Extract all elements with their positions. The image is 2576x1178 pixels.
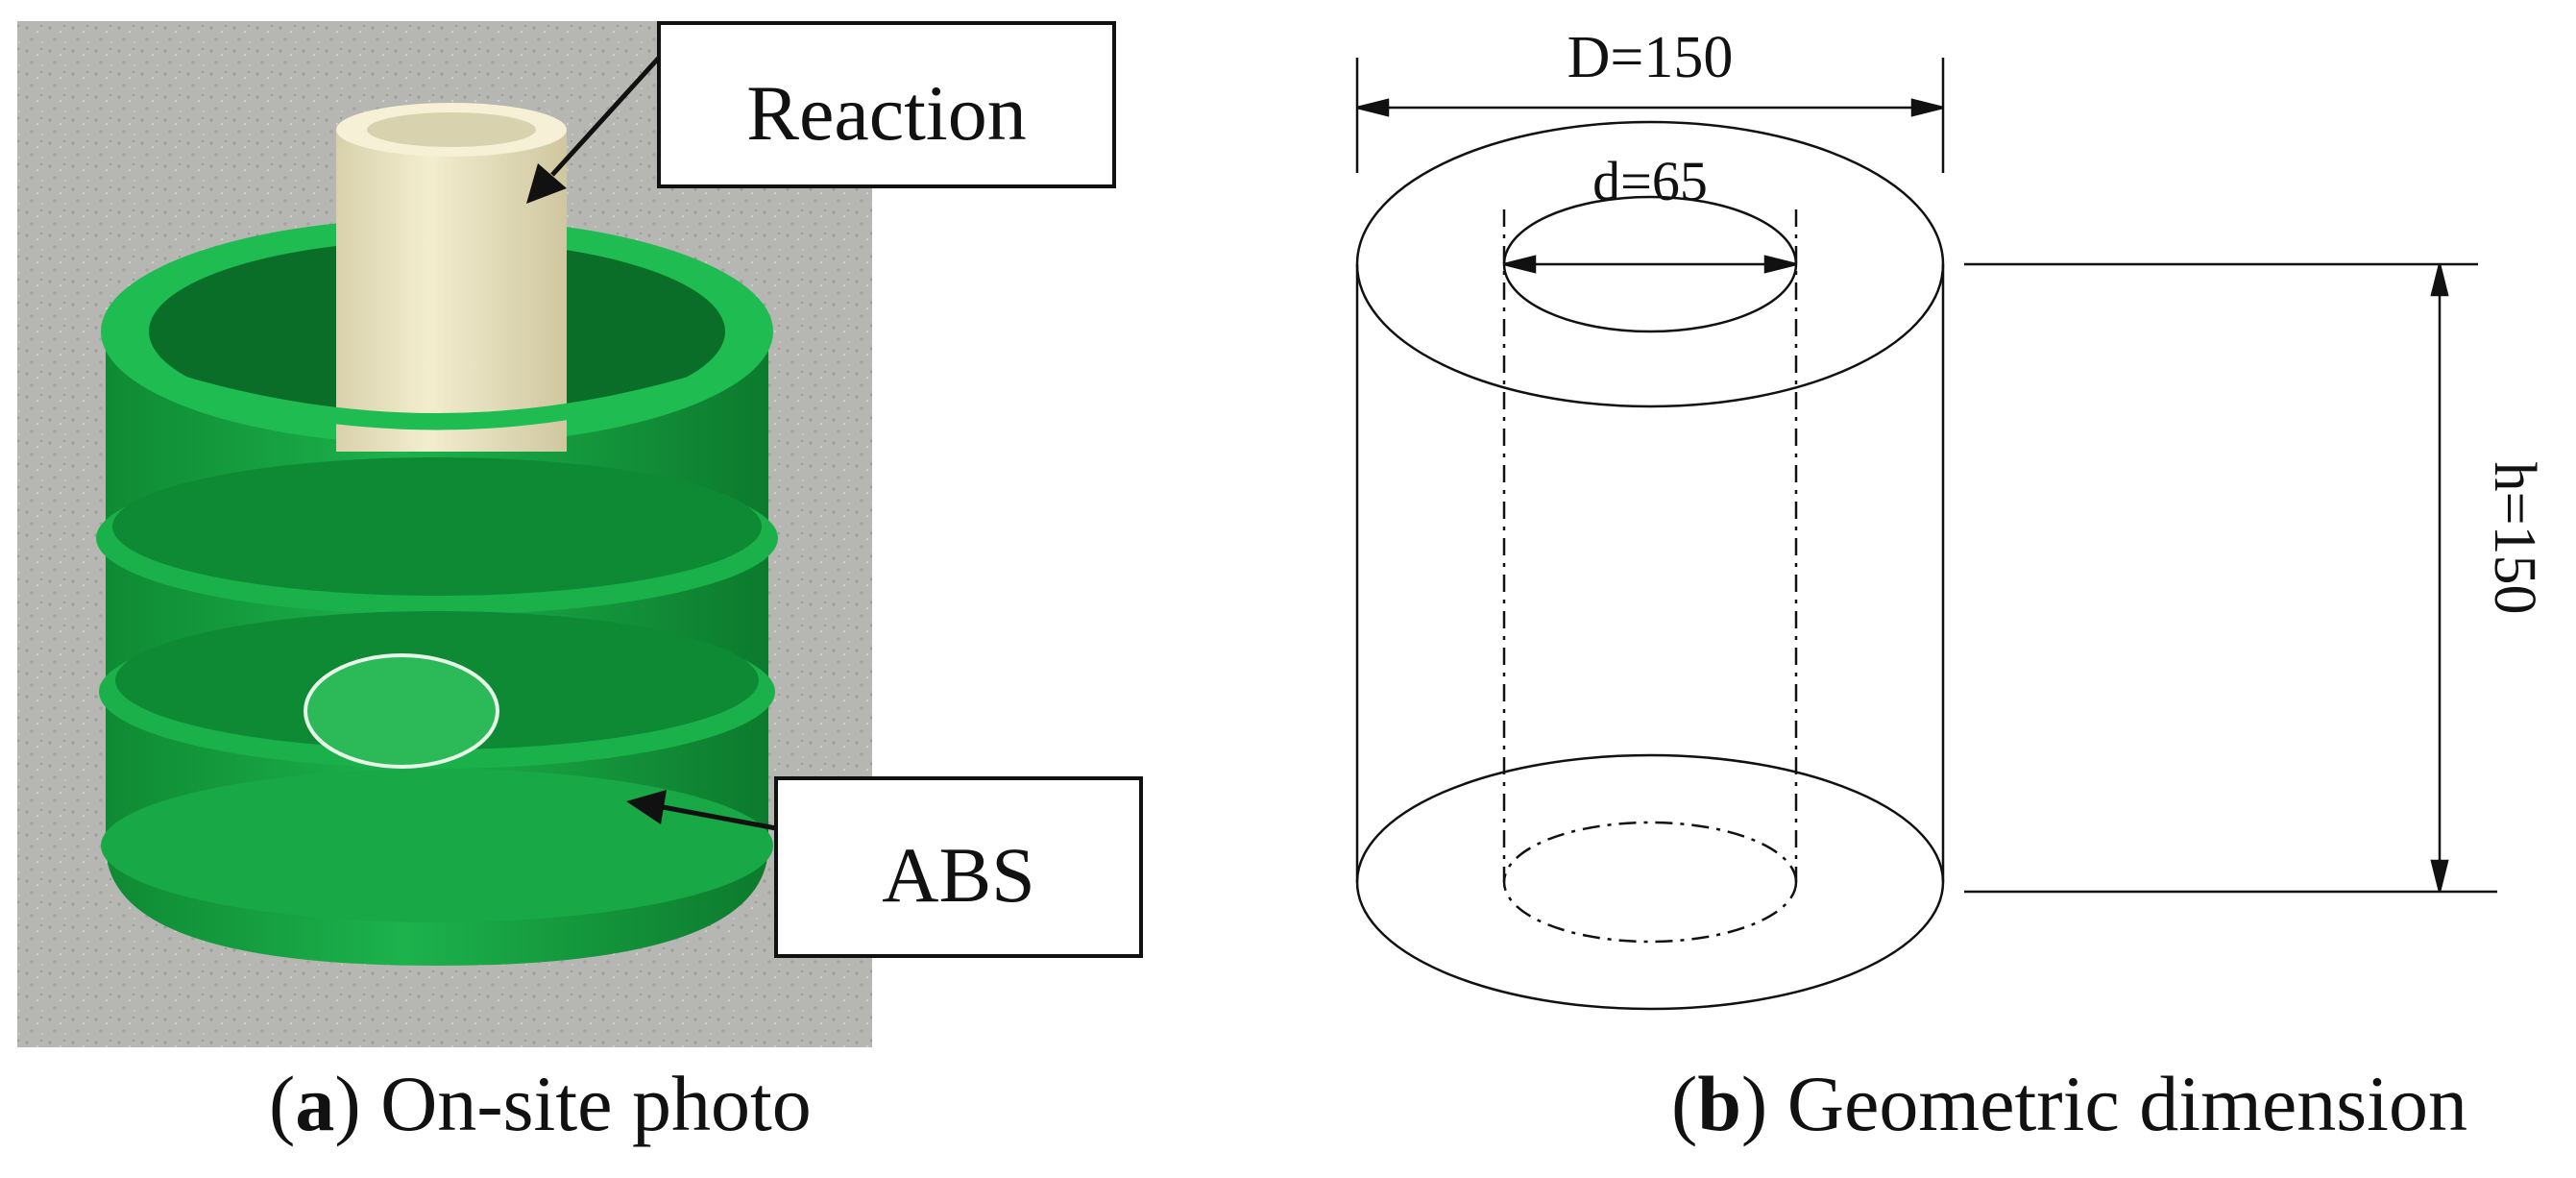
outer-bottom-ellipse — [1355, 753, 1945, 1011]
caption-b-open-paren: ( — [1671, 1060, 1698, 1147]
caption-on-site-photo: (a) On-site photo — [269, 1065, 812, 1143]
height-label: h=150 — [2482, 462, 2547, 615]
abs-label: ABS — [882, 831, 1035, 919]
inner-diameter-dimension — [1503, 255, 1797, 274]
caption-a-close-paren: ) — [334, 1060, 361, 1147]
abs-mold — [96, 218, 778, 966]
panel-geometric-dimension — [1355, 58, 2497, 1011]
caption-a-text: On-site photo — [360, 1060, 812, 1147]
caption-geometric-dimension: (b) Geometric dimension — [1671, 1065, 2467, 1143]
outer-diameter-dimension — [1355, 58, 1945, 173]
inner-diameter-label: d=65 — [1592, 150, 1708, 212]
caption-b-close-paren: ) — [1740, 1060, 1768, 1147]
height-dimension — [1964, 262, 2497, 894]
caption-a-open-paren: ( — [269, 1060, 296, 1147]
caption-a-letter: a — [295, 1060, 335, 1147]
panel-on-site-photo: Reaction ABS — [17, 21, 1143, 1047]
abs-callout: ABS — [626, 776, 1143, 958]
caption-b-text: Geometric dimension — [1767, 1060, 2467, 1147]
reaction-tube — [336, 103, 567, 452]
inner-bottom-ellipse — [1502, 821, 1798, 944]
outer-diameter-label: D=150 — [1567, 25, 1734, 90]
caption-b-letter: b — [1697, 1060, 1741, 1147]
reaction-callout: Reaction — [526, 21, 1116, 204]
reaction-label: Reaction — [746, 69, 1026, 157]
